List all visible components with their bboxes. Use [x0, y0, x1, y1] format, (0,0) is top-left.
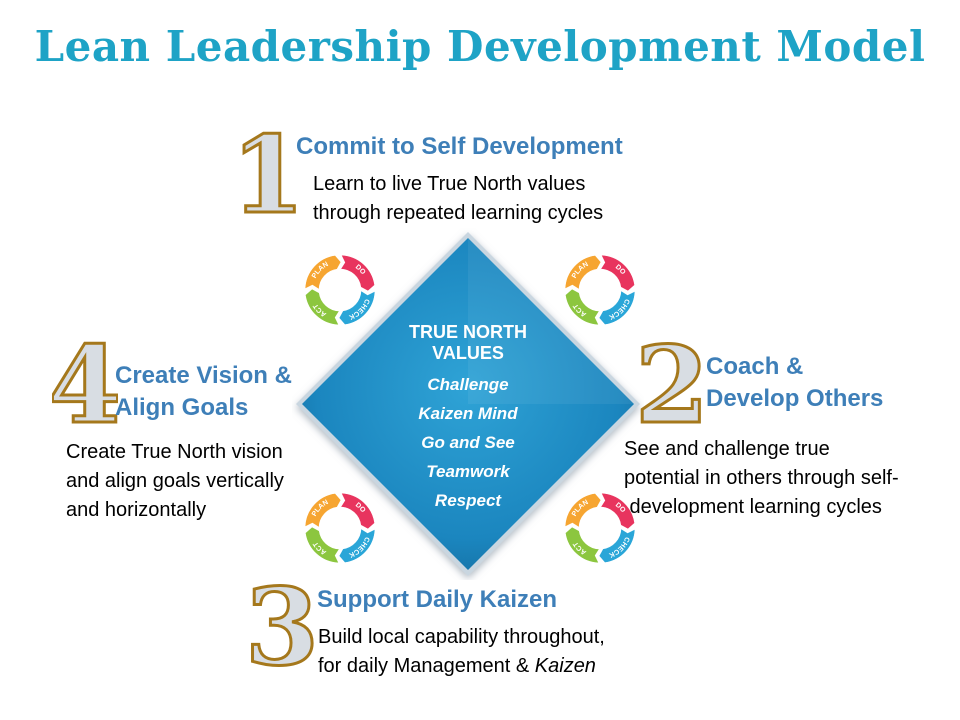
pdca-arrow-act	[565, 288, 600, 326]
heading-line: Commit to Self Development	[296, 133, 623, 160]
values-list: Challenge Kaizen Mind Go and See Teamwor…	[368, 370, 568, 515]
heading-line: Support Daily Kaizen	[317, 586, 558, 613]
pdca-arrow-do	[600, 492, 635, 530]
value-item: Challenge	[427, 375, 509, 394]
pdca-arrow-plan	[564, 493, 602, 528]
step-1-heading: Commit to Self Development	[296, 131, 623, 163]
pdca-arrow-do	[340, 254, 375, 292]
description-line: potential in others through self-	[624, 467, 899, 489]
heading-line: Develop Others	[706, 385, 884, 412]
step-3-heading: Support Daily Kaizen	[317, 584, 557, 616]
value-item: Respect	[434, 491, 502, 510]
step-2-heading: Coach & Develop Others	[706, 351, 883, 415]
description-line: Learn to live True North values	[313, 173, 586, 195]
svg-text:2: 2	[640, 330, 704, 434]
step-4-numeral: 4	[52, 330, 118, 434]
heading-line: Align Goals	[115, 394, 249, 421]
value-item: Kaizen Mind	[418, 404, 518, 423]
pdca-arrow-check	[598, 528, 636, 563]
true-north-heading: TRUE NORTH VALUES	[409, 322, 527, 363]
page-title: Lean Leadership Development Model	[34, 22, 926, 71]
pdca-arrow-check	[338, 290, 376, 325]
description-line: through repeated learning cycles	[313, 202, 604, 224]
step-2-description: See and challenge true potential in othe…	[624, 435, 899, 522]
step-3-description: Build local capability throughout, for d…	[318, 623, 605, 681]
description-text: for daily Management &	[318, 655, 535, 677]
svg-text:4: 4	[52, 330, 118, 434]
step-1-description: Learn to live True North values through …	[313, 170, 603, 228]
heading-line: Create Vision &	[115, 362, 292, 389]
pdca-arrow-plan	[304, 255, 342, 290]
step-2-numeral: 2	[640, 330, 704, 434]
description-line: for daily Management & Kaizen	[318, 652, 605, 681]
svg-text:3: 3	[250, 572, 314, 676]
pdca-arrow-act	[305, 526, 340, 564]
description-line: Build local capability throughout,	[318, 626, 605, 648]
value-item: Go and See	[421, 433, 515, 452]
step-3-numeral: 3	[250, 572, 314, 676]
description-line: and horizontally	[66, 499, 207, 521]
step-4-description: Create True North vision and align goals…	[66, 438, 284, 525]
heading-line: Coach &	[706, 353, 804, 380]
pdca-arrow-do	[600, 254, 635, 292]
description-line: and align goals vertically	[66, 470, 284, 492]
value-item: Teamwork	[426, 462, 510, 481]
diamond-shape	[296, 232, 640, 576]
description-italic: Kaizen	[534, 655, 596, 677]
step-1-numeral: 1	[240, 120, 296, 224]
pdca-arrow-plan	[304, 493, 342, 528]
pdca-arrow-check	[338, 528, 376, 563]
true-north-diamond	[292, 228, 644, 580]
description-line: Create True North vision	[66, 441, 283, 463]
pdca-arrow-act	[565, 526, 600, 564]
svg-text:1: 1	[240, 120, 296, 224]
true-north-values: TRUE NORTH VALUES Challenge Kaizen Mind …	[368, 322, 568, 515]
description-line: development learning cycles	[624, 496, 882, 518]
pdca-arrow-plan	[564, 255, 602, 290]
description-line: See and challenge true	[624, 438, 830, 460]
pdca-arrow-act	[305, 288, 340, 326]
step-4-heading: Create Vision & Align Goals	[115, 360, 292, 424]
pdca-arrow-check	[598, 290, 636, 325]
pdca-arrow-do	[340, 492, 375, 530]
